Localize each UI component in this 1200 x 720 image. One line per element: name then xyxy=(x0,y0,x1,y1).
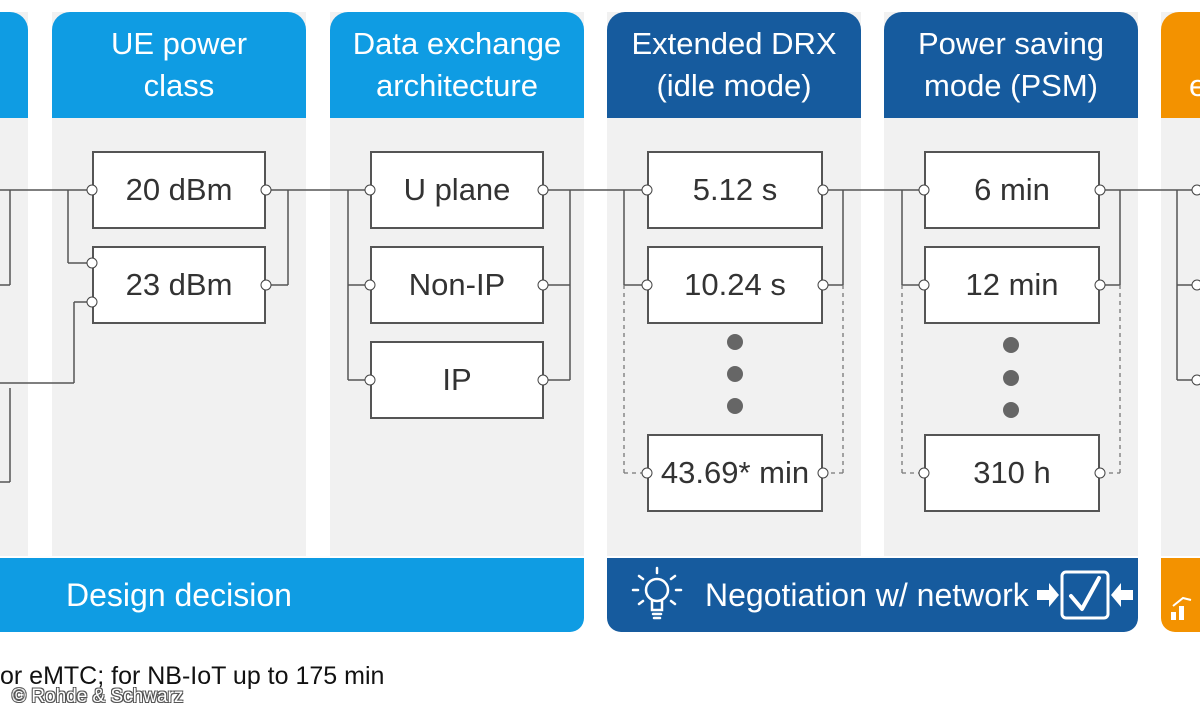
header-title-line1: Extended DRX xyxy=(631,26,837,61)
edrx-box-10-24s[interactable]: 10.24 s xyxy=(647,246,823,324)
port xyxy=(537,184,549,196)
port xyxy=(1191,374,1200,386)
port xyxy=(364,279,376,291)
edrx-box-43-69min[interactable]: 43.69* min xyxy=(647,434,823,512)
chart-icon xyxy=(1171,596,1192,620)
arch-box-non-ip[interactable]: Non-IP xyxy=(370,246,544,324)
port xyxy=(641,467,653,479)
box-label: IP xyxy=(442,362,472,397)
header-title-line2: class xyxy=(143,68,215,103)
header-title-line2: mode (PSM) xyxy=(924,68,1098,103)
header-title-line2: architecture xyxy=(376,68,538,103)
copyright: © Rohde & Schwarz xyxy=(12,686,184,707)
lightbulb-icon xyxy=(631,566,683,620)
port xyxy=(260,184,272,196)
ellipsis-dot xyxy=(1003,370,1019,386)
header-title-line2: (idle mode) xyxy=(656,68,812,103)
header-left xyxy=(0,12,28,118)
box-label: 310 h xyxy=(973,455,1051,490)
port xyxy=(641,184,653,196)
arrow-right-icon xyxy=(1037,583,1059,607)
power-class-box-23dbm[interactable]: 23 dBm xyxy=(92,246,266,324)
box-label: 23 dBm xyxy=(125,267,233,302)
box-label: 12 min xyxy=(965,267,1059,302)
negotiation-label: Negotiation w/ network xyxy=(705,576,1029,613)
port xyxy=(86,257,98,269)
box-label: Non-IP xyxy=(408,267,506,302)
ellipsis-dot xyxy=(727,334,743,350)
header-title-line2: e xyxy=(1189,68,1200,103)
ellipsis-dot xyxy=(1003,337,1019,353)
port xyxy=(918,467,930,479)
right-bar xyxy=(1161,558,1200,632)
psm-box-6min[interactable]: 6 min xyxy=(924,151,1100,229)
header-architecture: Data exchange architecture xyxy=(330,12,584,118)
port xyxy=(1191,184,1200,196)
port xyxy=(537,279,549,291)
port xyxy=(817,467,829,479)
header-edrx: Extended DRX (idle mode) xyxy=(607,12,861,118)
psm-box-310h[interactable]: 310 h xyxy=(924,434,1100,512)
port xyxy=(918,279,930,291)
header-title-line1: Power saving xyxy=(917,26,1105,61)
header-title-line1: UE power xyxy=(110,26,248,61)
port xyxy=(1094,467,1106,479)
port xyxy=(86,184,98,196)
arch-box-u-plane[interactable]: U plane xyxy=(370,151,544,229)
box-label: 5.12 s xyxy=(692,172,778,207)
port xyxy=(1191,279,1200,291)
design-decision-bar: Design decision xyxy=(0,558,584,632)
arch-box-ip[interactable]: IP xyxy=(370,341,544,419)
psm-box-12min[interactable]: 12 min xyxy=(924,246,1100,324)
port xyxy=(817,184,829,196)
ellipsis-dot xyxy=(1003,402,1019,418)
port xyxy=(364,374,376,386)
port xyxy=(260,279,272,291)
port xyxy=(1094,279,1106,291)
port xyxy=(364,184,376,196)
port xyxy=(1094,184,1106,196)
port xyxy=(817,279,829,291)
box-label: 43.69* min xyxy=(660,455,810,490)
header-power-class: UE power class xyxy=(52,12,306,118)
box-label: 20 dBm xyxy=(125,172,233,207)
port xyxy=(641,279,653,291)
ellipsis-dot xyxy=(727,398,743,414)
header-right: x e xyxy=(1161,12,1200,118)
header-title-line1: Data exchange xyxy=(352,26,562,61)
ellipsis-dot xyxy=(727,366,743,382)
footnote: or eMTC; for NB-IoT up to 175 min xyxy=(0,662,385,690)
box-label: 6 min xyxy=(974,172,1050,207)
header-psm: Power saving mode (PSM) xyxy=(884,12,1138,118)
edrx-box-5-12s[interactable]: 5.12 s xyxy=(647,151,823,229)
port xyxy=(537,374,549,386)
power-class-box-20dbm[interactable]: 20 dBm xyxy=(92,151,266,229)
design-decision-label: Design decision xyxy=(66,576,292,613)
checkbox-icon xyxy=(1037,570,1133,620)
box-label: U plane xyxy=(403,172,511,207)
arrow-left-icon xyxy=(1111,583,1133,607)
port xyxy=(86,296,98,308)
box-label: 10.24 s xyxy=(684,267,786,302)
negotiation-bar: Negotiation w/ network xyxy=(607,558,1138,632)
port xyxy=(918,184,930,196)
